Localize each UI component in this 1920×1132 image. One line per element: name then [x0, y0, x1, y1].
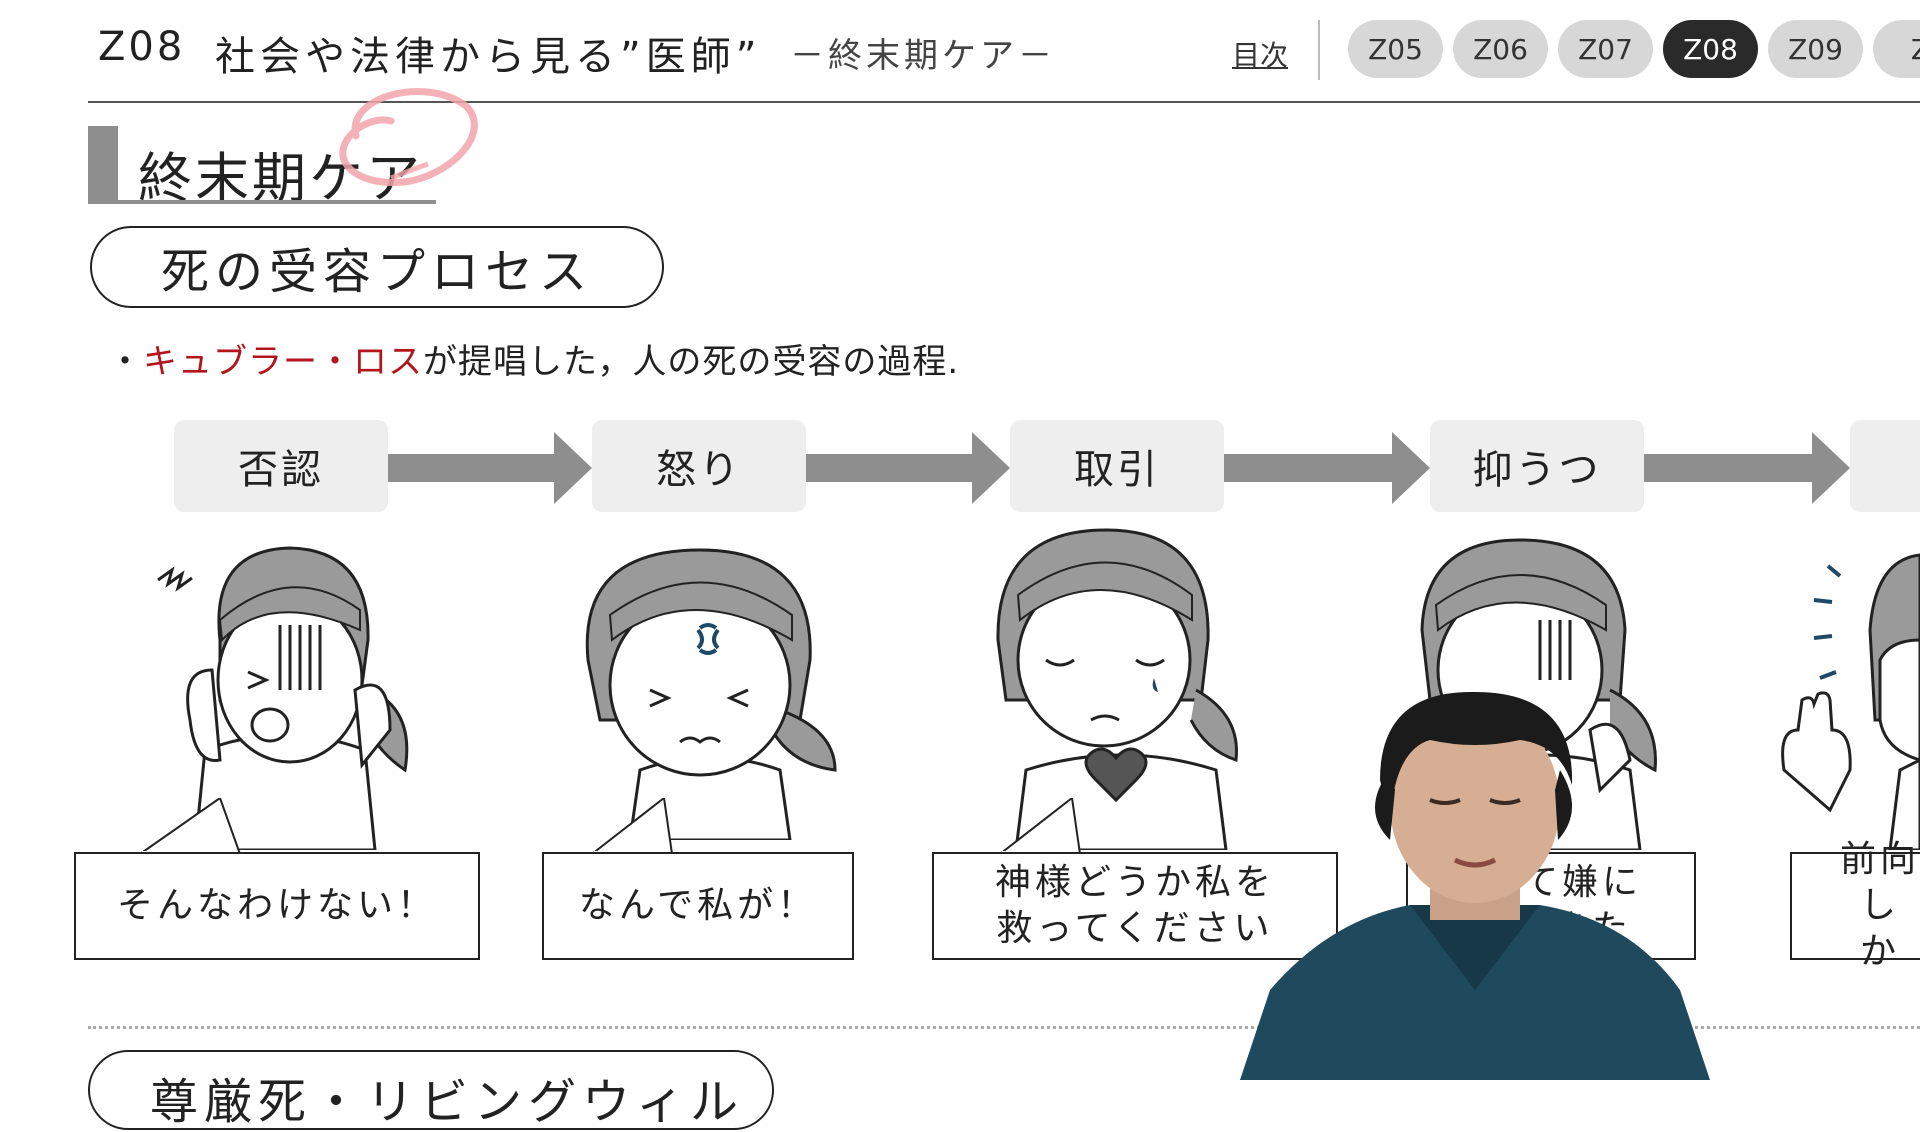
quote-bargaining: 神様どうか私を救ってください — [932, 852, 1338, 960]
header-rule — [88, 101, 1920, 103]
description-text: が提唱した，人の死の受容の過程. — [423, 342, 960, 382]
chapter-code: Z08 — [98, 24, 186, 70]
quote-denial: そんなわけない！ — [74, 852, 480, 960]
chapter-tabs: Z05 Z06 Z07 Z08 Z09 Z — [1348, 20, 1920, 78]
highlight-name: キュブラー・ロス — [143, 342, 423, 382]
tab-z08[interactable]: Z08 — [1663, 20, 1758, 78]
tab-z07[interactable]: Z07 — [1558, 20, 1653, 78]
next-topic-pill: 尊厳死・リビングウィル — [88, 1050, 774, 1130]
quote-line: なんで私が！ — [578, 885, 818, 926]
stage-bargaining: 取引 — [1010, 420, 1224, 512]
bullet: ・ — [108, 342, 143, 382]
tab-z06[interactable]: Z06 — [1453, 20, 1548, 78]
quote-line: 神様どうか私を — [994, 862, 1275, 903]
arrow-icon — [1644, 432, 1850, 504]
stage-anger: 怒り — [592, 420, 806, 512]
quote-line: しか — [1860, 885, 1901, 972]
header-divider — [1318, 20, 1320, 80]
section-divider — [88, 1026, 1920, 1029]
balloon-tail — [592, 798, 674, 856]
topic-pill: 死の受容プロセス — [90, 226, 664, 308]
quote-acceptance: 前向しか — [1790, 839, 1920, 972]
tab-z09[interactable]: Z09 — [1768, 20, 1863, 78]
woman-acceptance-illustration — [1781, 553, 1920, 850]
arrow-icon — [1224, 432, 1430, 504]
quote-line: そんなわけない！ — [116, 885, 437, 926]
slide-header: Z08 社会や法律から見る”医師” －終末期ケア－ 目次 Z05 Z06 Z07… — [0, 0, 1920, 103]
stage-denial: 否認 — [174, 420, 388, 512]
arrow-icon — [388, 432, 592, 504]
balloon-tail — [1000, 798, 1082, 856]
woman-bargaining-illustration — [996, 528, 1238, 850]
presenter-video — [1240, 691, 1710, 1080]
tab-z05[interactable]: Z05 — [1348, 20, 1443, 78]
description: ・キュブラー・ロスが提唱した，人の死の受容の過程. — [108, 334, 959, 383]
stage-acceptance — [1850, 420, 1920, 512]
quote-line: 前向 — [1840, 839, 1920, 880]
quote-anger: なんで私が！ — [542, 852, 854, 960]
arrow-icon — [806, 432, 1010, 504]
balloon-tail — [140, 798, 242, 856]
annotation-circle-icon — [339, 88, 478, 187]
stage-depression: 抑うつ — [1430, 420, 1644, 512]
chapter-title: 社会や法律から見る”医師” — [215, 34, 762, 80]
section-underline — [88, 200, 436, 204]
tab-z-next[interactable]: Z — [1873, 20, 1920, 78]
quote-line: て嫌に — [1521, 862, 1642, 903]
chapter-subtitle: －終末期ケア－ — [790, 36, 1056, 76]
section-marker — [88, 126, 118, 200]
woman-denial-illustration — [157, 546, 409, 850]
toc-link[interactable]: 目次 — [1232, 39, 1289, 72]
woman-anger-illustration — [585, 548, 837, 840]
quote-line: 救ってください — [996, 908, 1274, 949]
